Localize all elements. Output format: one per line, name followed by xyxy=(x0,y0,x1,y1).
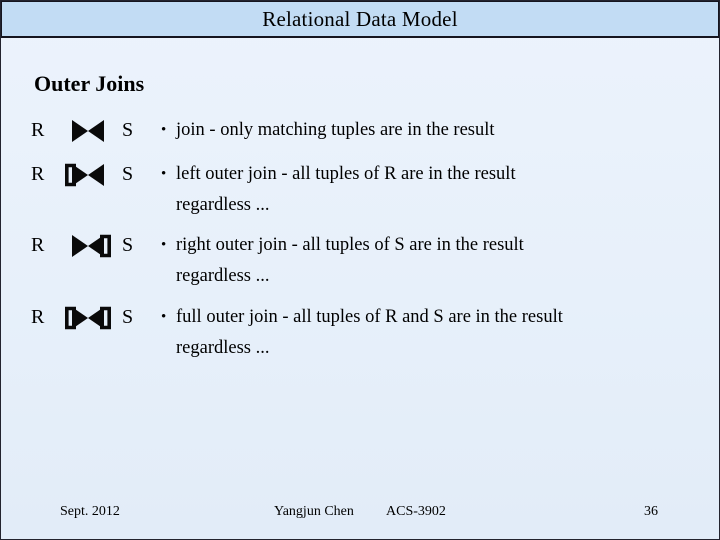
relation-pair: R S xyxy=(31,159,161,190)
footer-course-code: ACS-3902 xyxy=(386,504,446,519)
relation-s-label: S xyxy=(122,234,134,256)
relation-pair: R S xyxy=(31,230,161,261)
join-row-left-outer: R S • left outer join - all tuples of R … xyxy=(31,159,703,221)
footer-date: Sept. 2012 xyxy=(60,504,120,519)
relation-s-label: S xyxy=(122,119,134,141)
right-outer-join-icon xyxy=(72,234,111,257)
bullet-dot: • xyxy=(161,237,167,253)
section-heading: Outer Joins xyxy=(34,71,145,96)
bullet-text: right outer join - all tuples of S are i… xyxy=(176,235,524,286)
relation-r-label: R xyxy=(31,306,45,328)
slide-title: Relational Data Model xyxy=(262,6,458,31)
bullet-text: left outer join - all tuples of R are in… xyxy=(176,164,516,215)
bullet-item: • full outer join - all tuples of R and … xyxy=(161,302,703,364)
bullet-item: • join - only matching tuples are in the… xyxy=(161,115,703,146)
join-row-full-outer: R S • full outer join - all tuples of R … xyxy=(31,302,703,364)
footer-author: Yangjun Chen xyxy=(274,504,354,519)
natural-join-icon xyxy=(72,119,104,142)
bullet-text: join - only matching tuples are in the r… xyxy=(176,120,495,140)
join-row-natural: R S • join - only matching tuples are in… xyxy=(31,115,703,146)
footer-page-number: 36 xyxy=(644,504,658,519)
title-bar: Relational Data Model xyxy=(1,1,719,38)
relation-r-label: R xyxy=(31,234,45,256)
left-outer-join-icon xyxy=(65,163,104,186)
join-row-right-outer: R S • right outer join - all tuples of S… xyxy=(31,230,703,292)
relation-s-label: S xyxy=(122,163,134,185)
full-outer-join-icon xyxy=(65,306,111,329)
relation-pair: R S xyxy=(31,115,161,146)
bullet-dot: • xyxy=(161,166,167,182)
bullet-item: • right outer join - all tuples of S are… xyxy=(161,230,703,292)
relation-s-label: S xyxy=(122,306,134,328)
bullet-text: full outer join - all tuples of R and S … xyxy=(176,307,563,358)
relation-r-label: R xyxy=(31,119,45,141)
bullet-item: • left outer join - all tuples of R are … xyxy=(161,159,703,221)
relation-pair: R S xyxy=(31,302,161,333)
relation-r-label: R xyxy=(31,163,45,185)
bullet-dot: • xyxy=(161,309,167,325)
bullet-dot: • xyxy=(161,122,167,138)
